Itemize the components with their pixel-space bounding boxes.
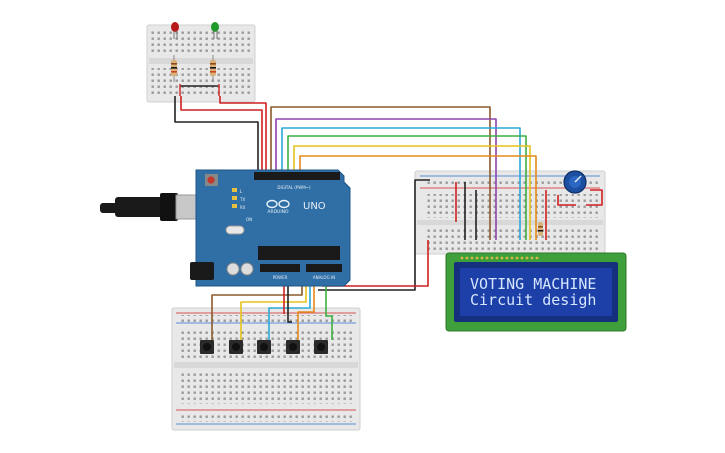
led-resistor-2 xyxy=(210,55,216,82)
wire-btn-black xyxy=(287,280,292,323)
wire-btn-cyan xyxy=(268,280,311,340)
push-button-5[interactable] xyxy=(314,340,328,354)
label-l: L xyxy=(240,189,243,194)
wire-yellow-lcd xyxy=(293,145,531,240)
reset-button xyxy=(207,176,215,184)
wires xyxy=(174,96,603,340)
green-led[interactable] xyxy=(211,22,219,39)
red-led[interactable] xyxy=(171,22,179,39)
label-power: POWER xyxy=(273,275,288,280)
lcd-resistor xyxy=(538,222,543,236)
wire-orange-lcd xyxy=(299,155,537,240)
digital-header xyxy=(254,172,340,180)
lcd-line-1: VOTING MACHINE xyxy=(470,275,596,293)
wire-btn-orange xyxy=(297,280,315,340)
lcd-line-2: Circuit desigh xyxy=(470,291,596,309)
crystal xyxy=(225,225,245,235)
push-button-1[interactable] xyxy=(200,340,214,354)
push-button-2[interactable] xyxy=(229,340,243,354)
atmega-chip xyxy=(258,246,340,260)
wire-5v-right xyxy=(322,240,429,287)
label-analog: ANALOG IN xyxy=(313,275,335,280)
label-rx: RX xyxy=(240,205,246,210)
analog-header xyxy=(306,264,342,272)
power-jack xyxy=(190,262,214,280)
label-arduino: ARDUINO xyxy=(267,209,289,215)
tx-led xyxy=(232,196,237,200)
wire-pot-red xyxy=(557,195,576,206)
label-digital: DIGITAL (PWM~) xyxy=(277,185,311,190)
label-on: ON xyxy=(246,217,252,222)
potentiometer[interactable] xyxy=(563,170,587,194)
wire-pot-red-2 xyxy=(586,189,603,206)
push-button-3[interactable] xyxy=(257,340,271,354)
wire-brown-lcd xyxy=(270,106,491,240)
label-tx: TX xyxy=(239,197,245,202)
l-led xyxy=(232,188,237,192)
wire-btn-green xyxy=(325,280,333,340)
wire-purple-lcd xyxy=(275,118,497,240)
top-breadboard xyxy=(146,24,256,103)
lcd-module: VOTING MACHINE Circuit desigh xyxy=(445,252,627,332)
wire-gnd-right xyxy=(318,179,430,291)
wire-cyan-lcd xyxy=(281,127,521,240)
wire-red-led xyxy=(180,96,263,176)
arduino-uno-board[interactable]: DIGITAL (PWM~) UNO ARDUINO L TX RX ON PO… xyxy=(190,169,351,287)
right-breadboard xyxy=(414,170,606,255)
capacitor-1 xyxy=(226,262,240,276)
rx-led xyxy=(232,204,237,208)
arduino-logo xyxy=(266,199,290,209)
wire-green-lcd xyxy=(287,135,527,240)
wire-btn-brown xyxy=(211,280,303,340)
wire-led-gnd xyxy=(174,96,259,176)
power-header xyxy=(260,264,300,272)
lcd-pin-header xyxy=(460,256,539,260)
led-resistor-1 xyxy=(171,55,177,82)
push-button-4[interactable] xyxy=(286,340,300,354)
top-breadboard-jumpers xyxy=(179,84,220,96)
wire-btn-yellow xyxy=(240,280,307,340)
label-uno: UNO xyxy=(303,201,326,212)
lcd-screen xyxy=(460,268,612,316)
bottom-breadboard xyxy=(171,307,361,431)
capacitor-2 xyxy=(240,262,254,276)
wire-green-led xyxy=(219,96,267,176)
